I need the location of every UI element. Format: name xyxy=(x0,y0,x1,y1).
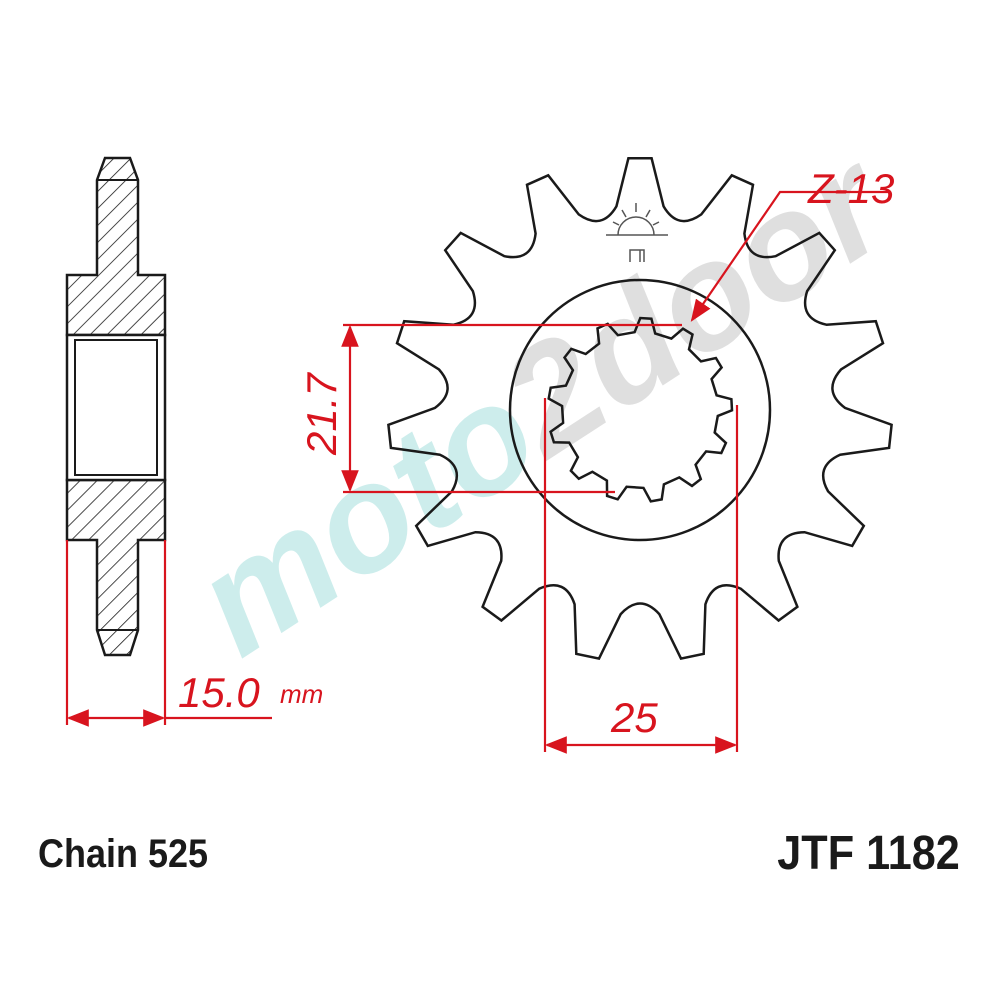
width-dimension-value: 15.0 xyxy=(178,669,260,716)
side-section-view xyxy=(65,156,167,657)
sun-logo-icon xyxy=(606,203,668,262)
teeth-count-label: Z-13 xyxy=(807,165,894,212)
dimension-lines xyxy=(65,190,890,754)
sprocket-front-view xyxy=(387,157,893,661)
spline-bore xyxy=(547,316,734,503)
width-dimension-unit: mm xyxy=(280,679,323,709)
chain-size-label: Chain 525 xyxy=(38,832,209,876)
bore-dimension-label: 21.7 xyxy=(298,372,345,456)
hub-circle xyxy=(508,278,772,542)
part-number-label: JTF 1182 xyxy=(777,827,960,880)
sprocket-outer-teeth xyxy=(387,157,893,661)
spline-width-label: 25 xyxy=(610,694,658,741)
watermark-text-1: moto xyxy=(166,346,565,687)
